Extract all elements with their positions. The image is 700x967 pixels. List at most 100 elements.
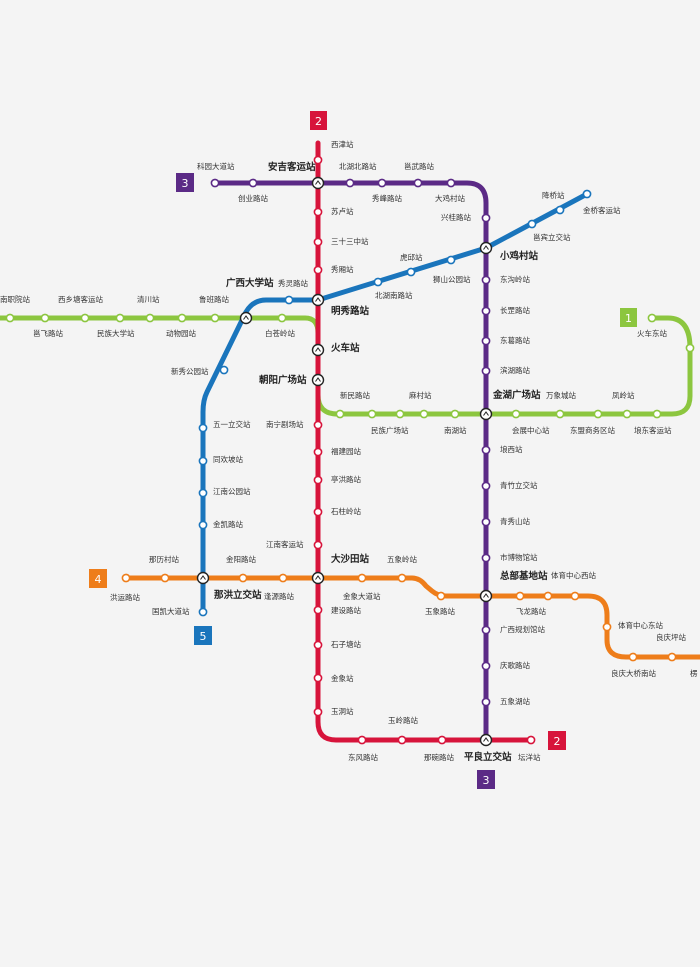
station-label-langdong[interactable]: 埌东客运站 <box>634 425 672 435</box>
station-marker[interactable] <box>198 607 208 617</box>
station-label-qingzhu[interactable]: 青竹立交站 <box>500 480 538 490</box>
station-label-jinxiang[interactable]: 金象站 <box>331 673 354 683</box>
station-marker[interactable] <box>367 409 377 419</box>
station-label-xiuling[interactable]: 秀灵路站 <box>278 278 308 288</box>
station-marker[interactable] <box>313 420 323 430</box>
station-label-pingliang[interactable]: 平良立交站 <box>464 751 512 763</box>
station-label-jinhu[interactable]: 金湖广场站 <box>492 389 541 401</box>
station-marker[interactable] <box>622 409 632 419</box>
station-marker[interactable] <box>177 313 187 323</box>
transfer-station-marker[interactable] <box>479 407 493 421</box>
station-label-chaoyang[interactable]: 朝阳广场站 <box>259 374 307 386</box>
station-marker[interactable] <box>313 540 323 550</box>
station-marker[interactable] <box>313 447 323 457</box>
station-label-nahong[interactable]: 那洪立交站 <box>214 589 262 601</box>
station-label-binhu[interactable]: 滨湖路站 <box>500 365 530 375</box>
station-marker[interactable] <box>511 409 521 419</box>
station-label-nanhu[interactable]: 南湖站 <box>444 425 467 435</box>
station-marker[interactable] <box>313 237 323 247</box>
station-label-huizhan[interactable]: 会展中心站 <box>512 425 550 435</box>
station-label-yuling[interactable]: 玉岭路站 <box>388 715 418 725</box>
station-label-jinyang[interactable]: 金阳路站 <box>226 554 256 564</box>
station-marker[interactable] <box>481 661 491 671</box>
station-marker[interactable] <box>450 409 460 419</box>
station-label-xinggui[interactable]: 兴桂路站 <box>441 212 471 222</box>
station-label-huqiu[interactable]: 虎邱站 <box>400 252 423 262</box>
station-label-nalicun[interactable]: 那历村站 <box>149 554 179 564</box>
station-marker[interactable] <box>145 313 155 323</box>
station-label-shishan[interactable]: 狮山公园站 <box>433 274 471 284</box>
station-label-nawan[interactable]: 那碗路站 <box>424 752 454 762</box>
transfer-station-marker[interactable] <box>479 733 493 747</box>
station-marker[interactable] <box>278 573 288 583</box>
station-marker[interactable] <box>582 189 592 199</box>
station-marker[interactable] <box>685 343 695 353</box>
station-label-donggouling[interactable]: 东沟岭站 <box>500 274 530 284</box>
station-marker[interactable] <box>313 207 323 217</box>
station-label-fengling[interactable]: 凤岭站 <box>612 390 635 400</box>
station-label-hongyun[interactable]: 洪运路站 <box>110 592 140 602</box>
station-label-bowuguan[interactable]: 市博物馆站 <box>500 552 538 562</box>
station-marker[interactable] <box>313 475 323 485</box>
station-label-dashatian[interactable]: 大沙田站 <box>331 553 370 565</box>
station-marker[interactable] <box>602 622 612 632</box>
station-marker[interactable] <box>526 735 536 745</box>
station-marker[interactable] <box>413 178 423 188</box>
station-label-huochedong[interactable]: 火车东站 <box>637 328 667 338</box>
station-marker[interactable] <box>313 640 323 650</box>
transfer-station-marker[interactable] <box>311 293 325 307</box>
station-label-tonghuan[interactable]: 同欢坡站 <box>213 454 243 464</box>
station-marker[interactable] <box>406 267 416 277</box>
station-marker[interactable] <box>481 553 491 563</box>
station-label-macun[interactable]: 麻村站 <box>409 390 432 400</box>
station-label-jiangnankeyun[interactable]: 江南客运站 <box>266 539 304 549</box>
transfer-station-marker[interactable] <box>311 176 325 190</box>
transfer-station-marker[interactable] <box>239 311 253 325</box>
station-label-daxia[interactable]: 逢源路站 <box>264 591 294 601</box>
station-label-beihunan[interactable]: 北湖南路站 <box>375 290 413 300</box>
station-marker[interactable] <box>667 652 677 662</box>
station-label-yongbin[interactable]: 邕宾立交站 <box>533 232 571 242</box>
station-label-tanyang[interactable]: 坛洋站 <box>518 752 541 762</box>
station-marker[interactable] <box>5 313 15 323</box>
line-2-bottom-badge[interactable]: 2 <box>548 731 566 750</box>
station-label-jinkai[interactable]: 金凯路站 <box>213 519 243 529</box>
station-marker[interactable] <box>335 409 345 419</box>
station-label-wuxianghu[interactable]: 五象湖站 <box>500 696 530 706</box>
station-marker[interactable] <box>357 735 367 745</box>
station-label-dongwuyuan[interactable]: 动物园站 <box>166 328 196 338</box>
station-marker[interactable] <box>436 591 446 601</box>
line-3-bottom-badge[interactable]: 3 <box>477 770 495 789</box>
station-marker[interactable] <box>80 313 90 323</box>
station-marker[interactable] <box>313 605 323 615</box>
station-marker[interactable] <box>652 409 662 419</box>
station-marker[interactable] <box>345 178 355 188</box>
station-marker[interactable] <box>284 295 294 305</box>
station-label-huoche[interactable]: 火车站 <box>331 342 360 354</box>
station-label-yongwu[interactable]: 邕武路站 <box>404 161 434 171</box>
station-marker[interactable] <box>397 735 407 745</box>
station-marker[interactable] <box>446 178 456 188</box>
station-marker[interactable] <box>210 313 220 323</box>
station-label-jiangqiao[interactable]: 降桥站 <box>542 190 565 200</box>
station-marker[interactable] <box>481 213 491 223</box>
station-label-guokai[interactable]: 国凯大道站 <box>152 606 190 616</box>
station-marker[interactable] <box>593 409 603 419</box>
station-marker[interactable] <box>481 481 491 491</box>
station-marker[interactable] <box>543 591 553 601</box>
transfer-station-marker[interactable] <box>311 571 325 585</box>
station-marker[interactable] <box>515 591 525 601</box>
station-marker[interactable] <box>198 423 208 433</box>
station-label-jiangnangongyuan[interactable]: 江南公园站 <box>213 486 251 496</box>
line-2-top-badge[interactable]: 2 <box>310 111 327 130</box>
station-label-zongbu[interactable]: 总部基地站 <box>500 570 548 582</box>
station-marker[interactable] <box>481 275 491 285</box>
station-label-xinxiugongyuan[interactable]: 新秀公园站 <box>171 366 209 376</box>
station-marker[interactable] <box>40 313 50 323</box>
station-label-liangqingping[interactable]: 良庆坪站 <box>656 632 686 642</box>
station-marker[interactable] <box>198 456 208 466</box>
station-marker[interactable] <box>357 573 367 583</box>
station-label-qingxiushan[interactable]: 青秀山站 <box>500 516 530 526</box>
station-label-shizitang[interactable]: 石子塘站 <box>331 639 361 649</box>
station-label-jinqiao[interactable]: 金桥客运站 <box>583 205 621 215</box>
